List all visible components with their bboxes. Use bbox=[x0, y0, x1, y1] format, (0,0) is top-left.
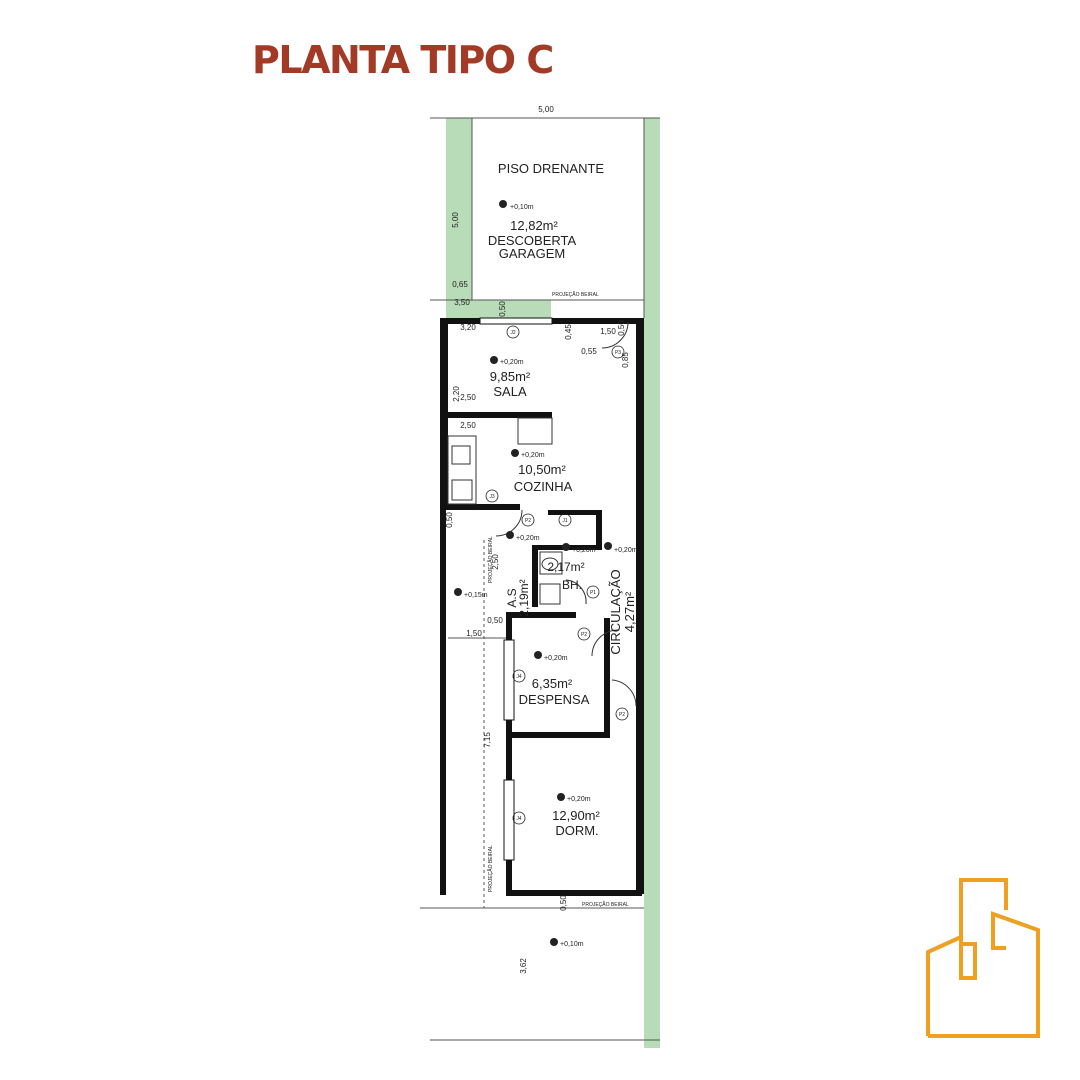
dim-350: 3,50 bbox=[454, 298, 470, 307]
cozinha-area: 10,50m² bbox=[518, 462, 566, 477]
tag-p2b: P2 bbox=[581, 632, 587, 638]
projecao-beiral-top: PROJEÇÃO BEIRAL bbox=[552, 291, 599, 298]
quintal-level: +0,15m bbox=[464, 592, 488, 599]
dim-050b: 0,50 bbox=[617, 320, 626, 336]
garage-green-strip bbox=[446, 300, 551, 318]
as-name: A.S bbox=[505, 588, 519, 607]
bh-level: +0,20m bbox=[572, 547, 596, 554]
tag-p2c: P2 bbox=[619, 712, 625, 718]
circulacao-level: +0,20m bbox=[614, 547, 638, 554]
tag-j4a: J4 bbox=[516, 674, 522, 680]
dim-085: 0,85 bbox=[621, 352, 630, 368]
dim-050c: 0,50 bbox=[445, 512, 454, 528]
dim-055: 0,55 bbox=[581, 347, 597, 356]
garagem-name1: DESCOBERTA bbox=[488, 233, 577, 248]
dim-250b: 2,50 bbox=[460, 421, 476, 430]
circulacao-area: 4,27m² bbox=[622, 591, 637, 632]
garagem-name2: GARAGEM bbox=[499, 246, 565, 261]
tag-j1: J1 bbox=[562, 518, 568, 524]
tag-p1: P1 bbox=[590, 590, 596, 596]
tag-j2: J2 bbox=[510, 330, 516, 336]
cozinha-level: +0,20m bbox=[521, 452, 545, 459]
dorm-name: DORM. bbox=[555, 823, 598, 838]
despensa-level: +0,20m bbox=[544, 655, 568, 662]
sala-level: +0,20m bbox=[500, 359, 524, 366]
dim-garage-depth: 5,00 bbox=[451, 212, 460, 228]
circulacao-name: CIRCULAÇÃO bbox=[608, 569, 623, 654]
dim-045: 0,45 bbox=[564, 324, 573, 340]
dim-250c: 2,50 bbox=[491, 554, 500, 570]
tag-p3: P3 bbox=[615, 350, 621, 356]
bh-name: BH. bbox=[562, 578, 582, 592]
garagem-level: +0,10m bbox=[510, 204, 534, 211]
sala-name: SALA bbox=[493, 384, 527, 399]
projecao-beiral-mid: PROJEÇÃO BEIRAL bbox=[487, 845, 494, 892]
dim-220: 2,20 bbox=[452, 386, 461, 402]
tag-j4b: J4 bbox=[516, 816, 522, 822]
dim-050e: 0,50 bbox=[559, 895, 568, 911]
dim-362: 3,62 bbox=[519, 958, 528, 974]
projecao-beiral-bottom: PROJEÇÃO BEIRAL bbox=[582, 901, 629, 908]
cozinha-name: COZINHA bbox=[514, 479, 573, 494]
despensa-area: 6,35m² bbox=[532, 676, 573, 691]
dim-150b: 1,50 bbox=[466, 629, 482, 638]
projecao-beiral-left: PROJEÇÃO BEIRAL bbox=[487, 536, 494, 583]
dim-width: 5,00 bbox=[538, 105, 554, 114]
left-green-strip-top bbox=[446, 118, 472, 300]
as-level: +0,20m bbox=[516, 535, 540, 542]
dim-715: 7,15 bbox=[483, 732, 492, 748]
tag-j3: J3 bbox=[489, 494, 495, 500]
dim-050d: 0,50 bbox=[487, 616, 503, 625]
dim-150a: 1,50 bbox=[600, 327, 616, 336]
right-green-strip bbox=[644, 118, 660, 1048]
page-title: PLANTA TIPO C bbox=[252, 38, 554, 82]
dim-320: 3,20 bbox=[460, 323, 476, 332]
dorm-level: +0,20m bbox=[567, 796, 591, 803]
sala-area: 9,85m² bbox=[490, 369, 531, 384]
despensa-name: DESPENSA bbox=[519, 692, 590, 707]
garagem-area: 12,82m² bbox=[510, 218, 558, 233]
dorm-area: 12,90m² bbox=[552, 808, 600, 823]
as-area: 2,19m² bbox=[517, 579, 531, 616]
bh-area: 2,17m² bbox=[547, 560, 584, 574]
dim-250a: 2,50 bbox=[460, 393, 476, 402]
dim-065: 0,65 bbox=[452, 280, 468, 289]
tag-p2a: P2 bbox=[525, 518, 531, 524]
fundo-level: +0,10m bbox=[560, 941, 584, 948]
piso-drenante-label: PISO DRENANTE bbox=[498, 161, 605, 176]
dim-050a: 0,50 bbox=[498, 301, 507, 317]
